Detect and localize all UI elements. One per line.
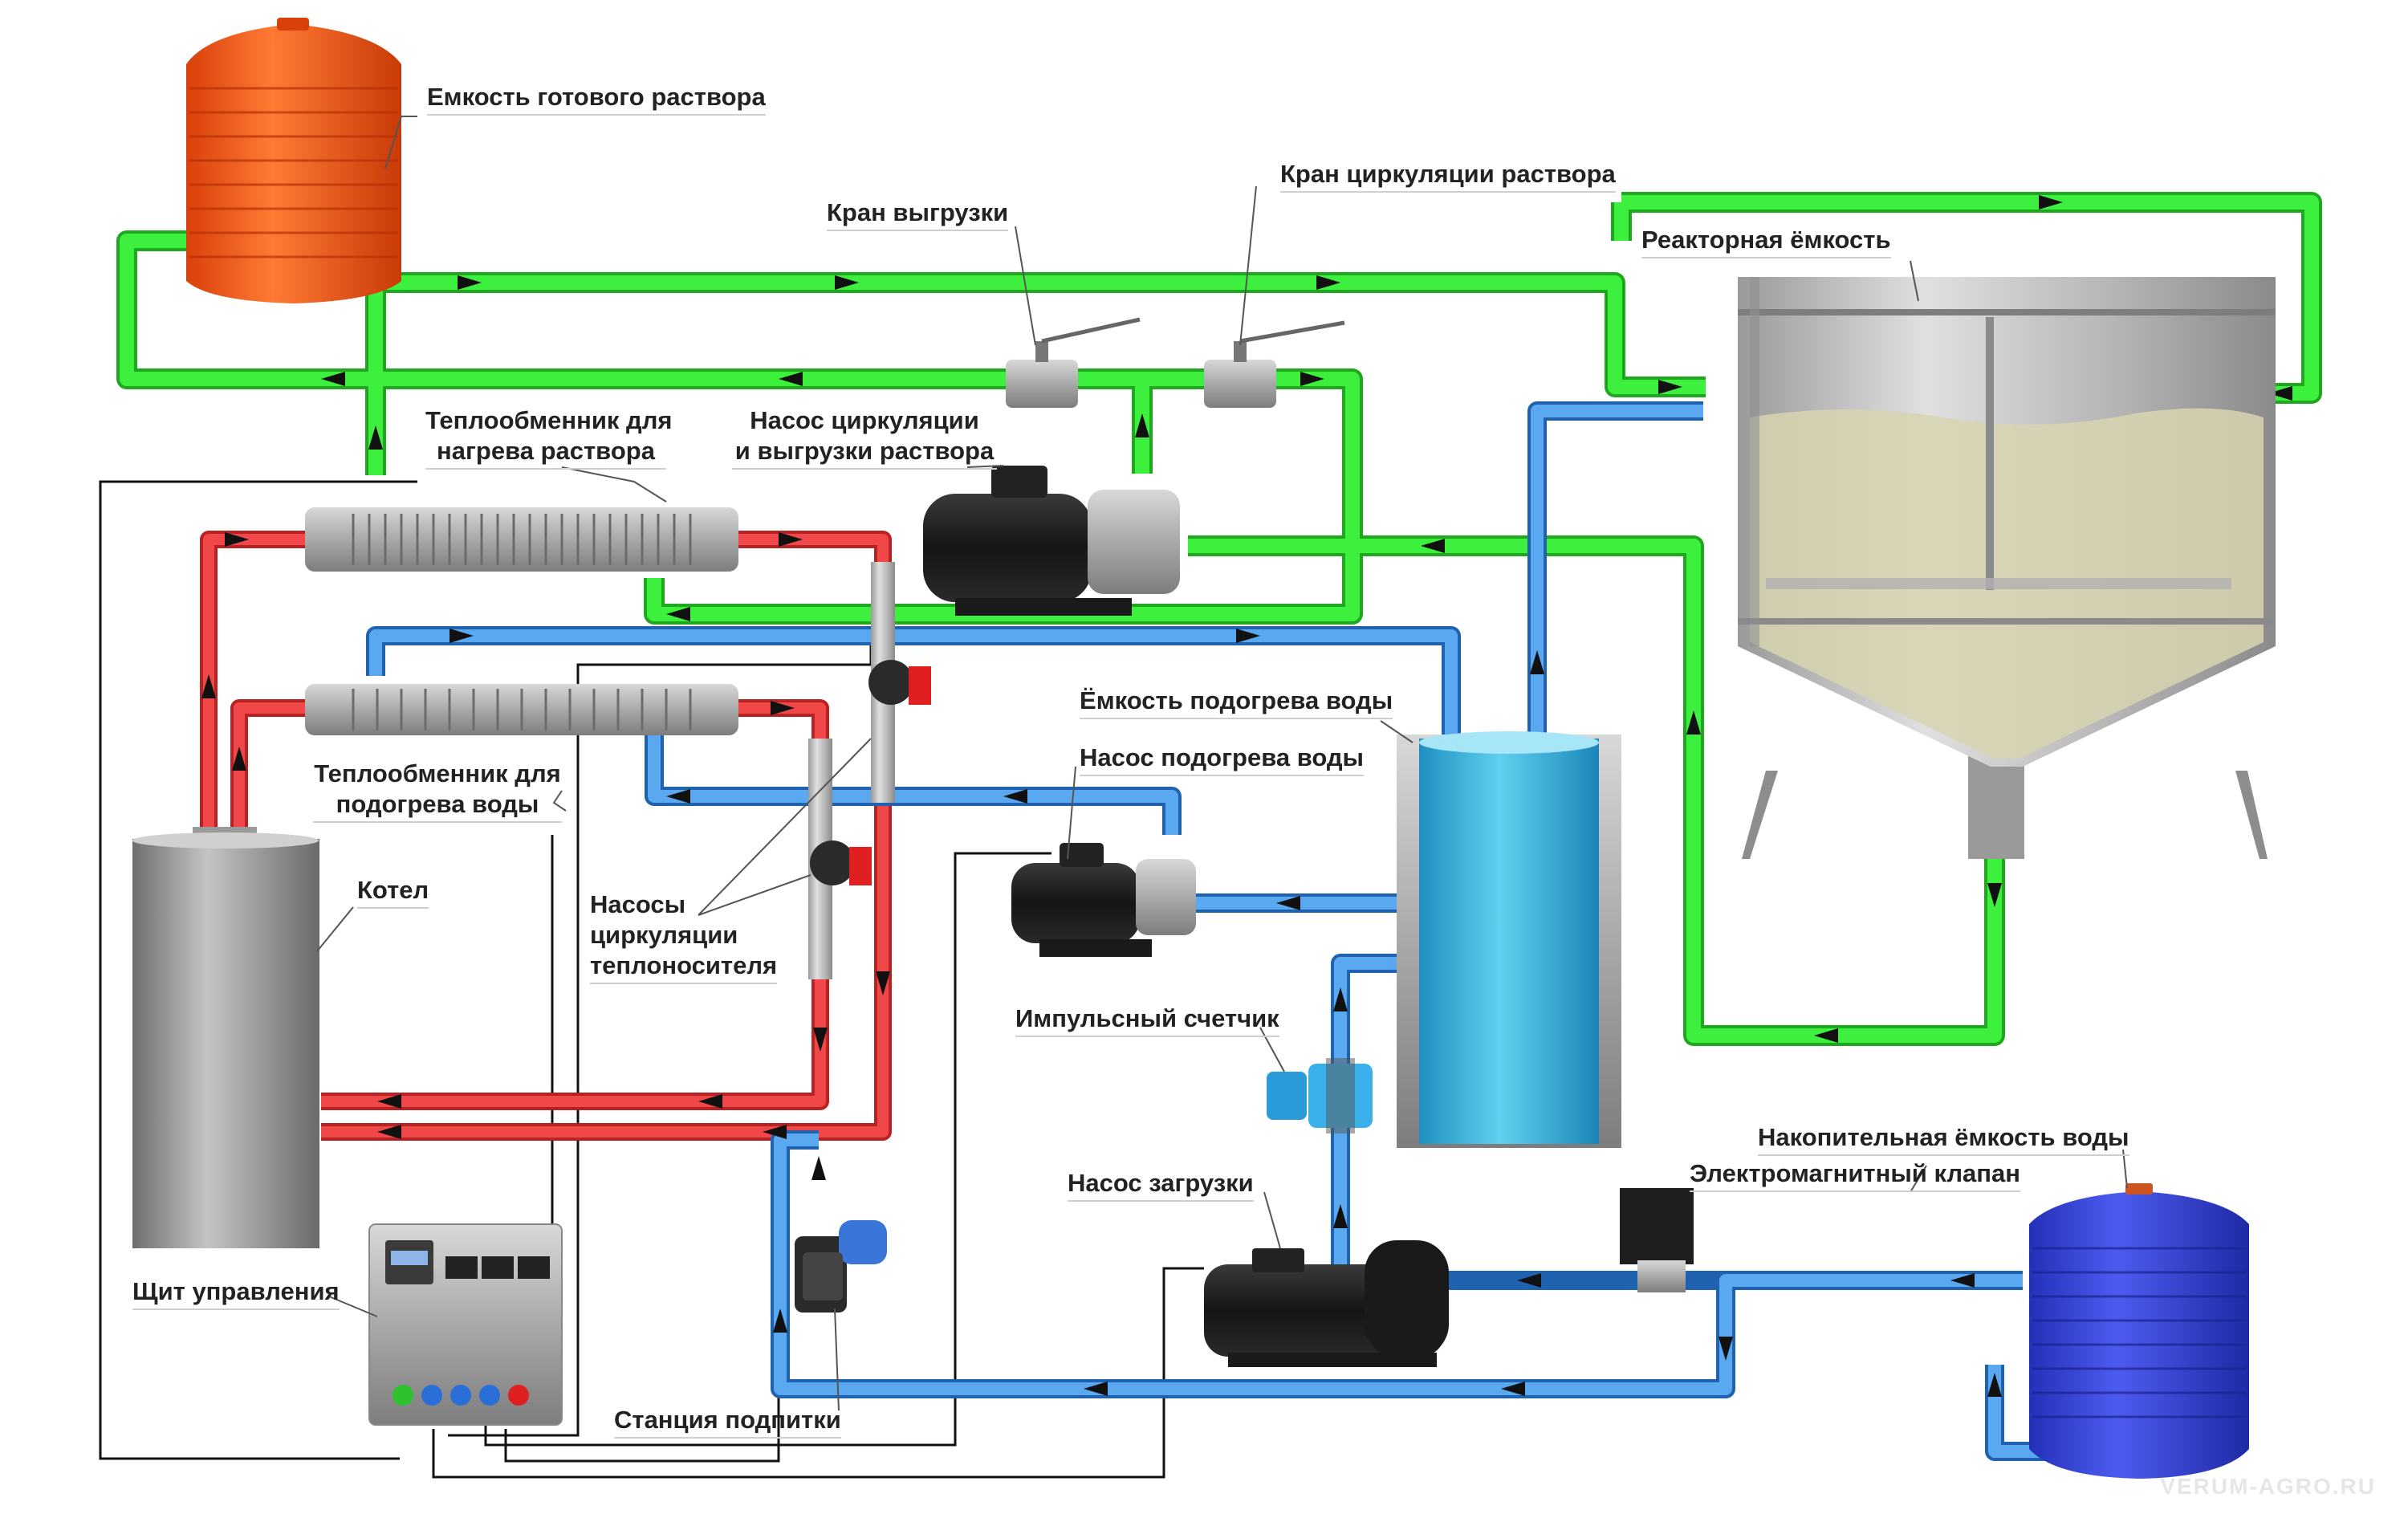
flow-arrow-icon	[1236, 629, 1260, 643]
leader-lines	[316, 116, 2128, 1411]
coolant-pump-lower[interactable]	[808, 739, 872, 979]
label-solution-pump-line1: Насос циркуляции	[750, 406, 979, 434]
label-ready-tank: Емкость готового раствора	[427, 82, 766, 116]
flow-arrow-icon	[2039, 195, 2063, 210]
label-hx-water-line2: подогрева воды	[313, 789, 562, 823]
flow-arrow-icon	[1658, 380, 1682, 394]
flow-arrow-icon	[835, 275, 859, 290]
heat-exchanger-solution	[305, 507, 738, 572]
label-control-panel: Щит управления	[132, 1276, 340, 1310]
flow-arrow-icon	[1084, 1382, 1108, 1396]
flow-arrow-icon	[1135, 413, 1149, 438]
control-button	[450, 1385, 471, 1406]
flow-arrows	[201, 195, 2292, 1397]
water-heating-tank	[1397, 731, 1621, 1148]
pulse-counter	[1267, 1058, 1373, 1133]
heat-exchanger-water	[305, 684, 738, 735]
flow-arrow-icon	[377, 1094, 401, 1109]
flow-arrow-icon	[1950, 1273, 1975, 1288]
label-hx-water-line1: Теплообменник для	[314, 759, 561, 788]
flow-arrow-icon	[1987, 883, 2002, 907]
label-makeup-station: Станция подпитки	[614, 1405, 841, 1439]
label-solenoid-valve: Электромагнитный клапан	[1690, 1158, 2020, 1192]
label-coolant-pumps-line3: теплоносителя	[590, 950, 778, 984]
flow-arrow-icon	[1003, 789, 1027, 804]
label-solution-pump-line2: и выгрузки раствора	[732, 436, 997, 470]
ready-solution-tank	[186, 18, 401, 303]
stop-button	[508, 1385, 529, 1406]
flow-arrow-icon	[666, 789, 690, 804]
flow-arrow-icon	[876, 971, 890, 995]
control-button	[421, 1385, 442, 1406]
coolant-pump-upper[interactable]	[868, 562, 931, 803]
flow-arrow-icon	[449, 629, 474, 643]
flow-arrow-icon	[377, 1125, 401, 1139]
control-panel	[368, 1223, 563, 1426]
label-coolant-pumps: Насосы циркуляции теплоносителя	[590, 889, 778, 984]
flow-arrow-icon	[811, 1156, 826, 1180]
label-hx-solution: Теплообменник для нагрева раствора	[425, 405, 673, 470]
ball-valve-icon[interactable]	[1204, 320, 1345, 408]
flow-arrow-icon	[1421, 539, 1445, 553]
label-coolant-pumps-line1: Насосы	[590, 890, 686, 918]
label-water-heating-pump: Насос подогрева воды	[1080, 743, 1365, 776]
flow-arrow-icon	[771, 701, 795, 715]
reactor-vessel	[1738, 277, 2276, 859]
ball-valve-icon[interactable]	[1006, 317, 1141, 408]
flow-arrow-icon	[1719, 1337, 1733, 1361]
makeup-station[interactable]	[795, 1220, 887, 1313]
flow-arrow-icon	[1333, 1204, 1348, 1228]
flow-arrow-icon	[779, 532, 803, 547]
label-hx-water: Теплообменник для подогрева воды	[313, 759, 562, 823]
flow-arrow-icon	[1987, 1373, 2002, 1397]
watermark: VERUM-AGRO.RU	[2160, 1474, 2376, 1499]
storage-water-tank	[2029, 1183, 2249, 1479]
label-pulse-counter: Импульсный счетчик	[1015, 1003, 1279, 1037]
centrifugal-pump-icon[interactable]	[1011, 843, 1196, 957]
flow-arrow-icon	[666, 607, 690, 621]
flow-arrow-icon	[1501, 1382, 1525, 1396]
flow-arrow-icon	[232, 747, 246, 771]
boiler	[132, 827, 319, 1248]
label-unload-valve: Кран выгрузки	[827, 197, 1009, 231]
label-load-pump: Насос загрузки	[1068, 1168, 1254, 1202]
label-reactor: Реакторная ёмкость	[1641, 225, 1891, 258]
label-circulation-valve: Кран циркуляции раствора	[1280, 159, 1616, 193]
label-hx-solution-line2: нагрева раствора	[425, 436, 666, 470]
flow-arrow-icon	[763, 1125, 787, 1139]
flow-arrow-icon	[813, 1028, 828, 1052]
label-storage-tank: Накопительная ёмкость воды	[1758, 1122, 2129, 1156]
flow-arrow-icon	[2268, 386, 2292, 401]
start-button	[393, 1385, 413, 1406]
flow-arrow-icon	[1517, 1273, 1541, 1288]
flow-arrow-icon	[1300, 372, 1324, 386]
flow-arrow-icon	[201, 674, 216, 698]
flow-arrow-icon	[773, 1308, 787, 1333]
label-coolant-pumps-line2: циркуляции	[590, 921, 738, 949]
solenoid-valve[interactable]	[1620, 1188, 1694, 1292]
flow-arrow-icon	[321, 372, 345, 386]
label-solution-pump: Насос циркуляции и выгрузки раствора	[732, 405, 997, 470]
label-water-heating-tank: Ёмкость подогрева воды	[1080, 686, 1393, 719]
control-wires	[99, 480, 1204, 1479]
label-boiler: Котел	[357, 875, 429, 909]
flow-arrow-icon	[225, 532, 249, 547]
flow-arrow-icon	[1814, 1028, 1838, 1043]
flow-arrow-icon	[1530, 650, 1544, 674]
flow-arrow-icon	[1333, 987, 1348, 1011]
flow-arrow-icon	[368, 425, 383, 450]
flow-arrow-icon	[458, 275, 482, 290]
flow-arrow-icon	[779, 372, 803, 386]
load-pump[interactable]	[1204, 1240, 1449, 1367]
flow-arrow-icon	[1686, 710, 1701, 735]
flow-arrow-icon	[1316, 275, 1340, 290]
label-hx-solution-line1: Теплообменник для	[425, 406, 673, 434]
flow-arrow-icon	[1276, 896, 1300, 910]
control-button	[479, 1385, 500, 1406]
centrifugal-pump-icon[interactable]	[923, 466, 1180, 616]
flow-arrow-icon	[698, 1094, 722, 1109]
